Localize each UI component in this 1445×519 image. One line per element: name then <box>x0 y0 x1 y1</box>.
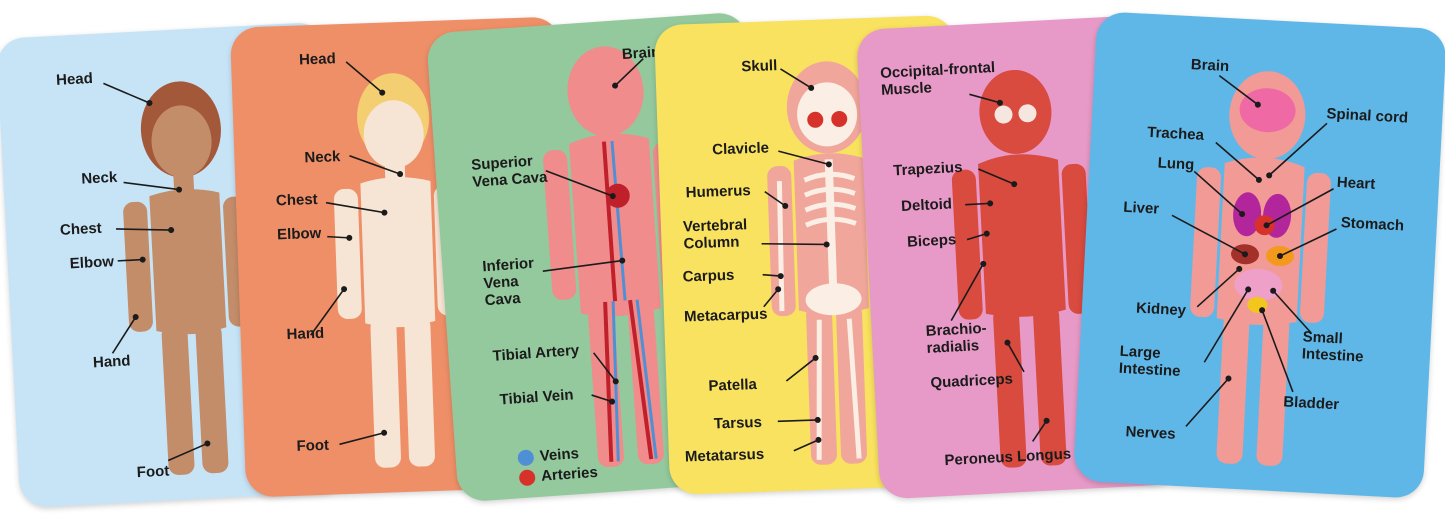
label-humerus: Humerus <box>685 182 752 202</box>
muscle-illustration <box>951 69 1093 468</box>
label-small-intestine: Small Intestine <box>1301 328 1364 366</box>
label-foot: Foot <box>296 436 330 455</box>
label-inferior-vena-cava: Inferior Vena Cava <box>481 254 535 310</box>
label-bladder: Bladder <box>1282 393 1340 414</box>
label-clavicle: Clavicle <box>711 139 770 159</box>
label-biceps: Biceps <box>906 231 957 251</box>
label-vertebral-column: Vertebral Column <box>682 216 748 253</box>
organs-label-lines <box>1171 74 1337 427</box>
label-chest: Chest <box>275 190 318 210</box>
label-chest: Chest <box>59 219 103 239</box>
label-liver: Liver <box>1122 198 1160 218</box>
boy-label-lines <box>310 61 404 446</box>
label-carpus: Carpus <box>682 266 735 286</box>
label-metacarpus: Metacarpus <box>683 305 768 326</box>
label-tarsus: Tarsus <box>713 413 763 433</box>
label-heart: Heart <box>1336 173 1376 193</box>
label-head: Head <box>55 69 94 89</box>
girl-illustration <box>123 81 253 475</box>
label-head: Head <box>298 50 337 69</box>
label-kidney: Kidney <box>1135 299 1187 320</box>
label-metatarsus: Metatarsus <box>684 445 765 466</box>
legend-veins: Veins <box>539 445 580 465</box>
label-brain: Brain <box>1190 56 1230 76</box>
organs-illustration <box>1190 71 1331 466</box>
girl-label-lines <box>103 82 211 462</box>
card-organ-system: Brain Spinal cord Trachea Lung Heart Liv… <box>1072 11 1445 499</box>
muscle-label-lines <box>950 93 1050 442</box>
circulatory-label-lines <box>542 58 644 405</box>
label-nerves: Nerves <box>1125 423 1176 443</box>
label-elbow: Elbow <box>69 253 115 273</box>
label-patella: Patella <box>708 376 758 395</box>
label-hand: Hand <box>92 352 131 372</box>
skeleton-label-lines <box>761 68 832 452</box>
label-neck: Neck <box>80 168 118 188</box>
label-trapezius: Trapezius <box>892 158 963 180</box>
label-hand: Hand <box>286 324 325 344</box>
label-stomach: Stomach <box>1340 214 1405 235</box>
label-deltoid: Deltoid <box>900 195 953 216</box>
label-large-intestine: Large Intestine <box>1118 342 1181 380</box>
label-foot: Foot <box>136 462 170 482</box>
label-elbow: Elbow <box>276 224 322 244</box>
label-occipital-frontal-muscle: Occipital-frontal Muscle <box>879 58 996 99</box>
card-body-parts-girl: Head Neck Chest Elbow Hand Foot <box>0 21 351 509</box>
label-skull: Skull <box>741 57 778 76</box>
label-brachio-radialis: Brachio- radialis <box>925 319 987 357</box>
label-lung: Lung <box>1157 154 1195 174</box>
label-neck: Neck <box>304 148 341 167</box>
label-superior-vena-cava: Superior Vena Cava <box>470 152 548 191</box>
card-muscular-system: Occipital-frontal Muscle Trapezius Delto… <box>855 14 1181 500</box>
label-trachea: Trachea <box>1146 123 1205 144</box>
